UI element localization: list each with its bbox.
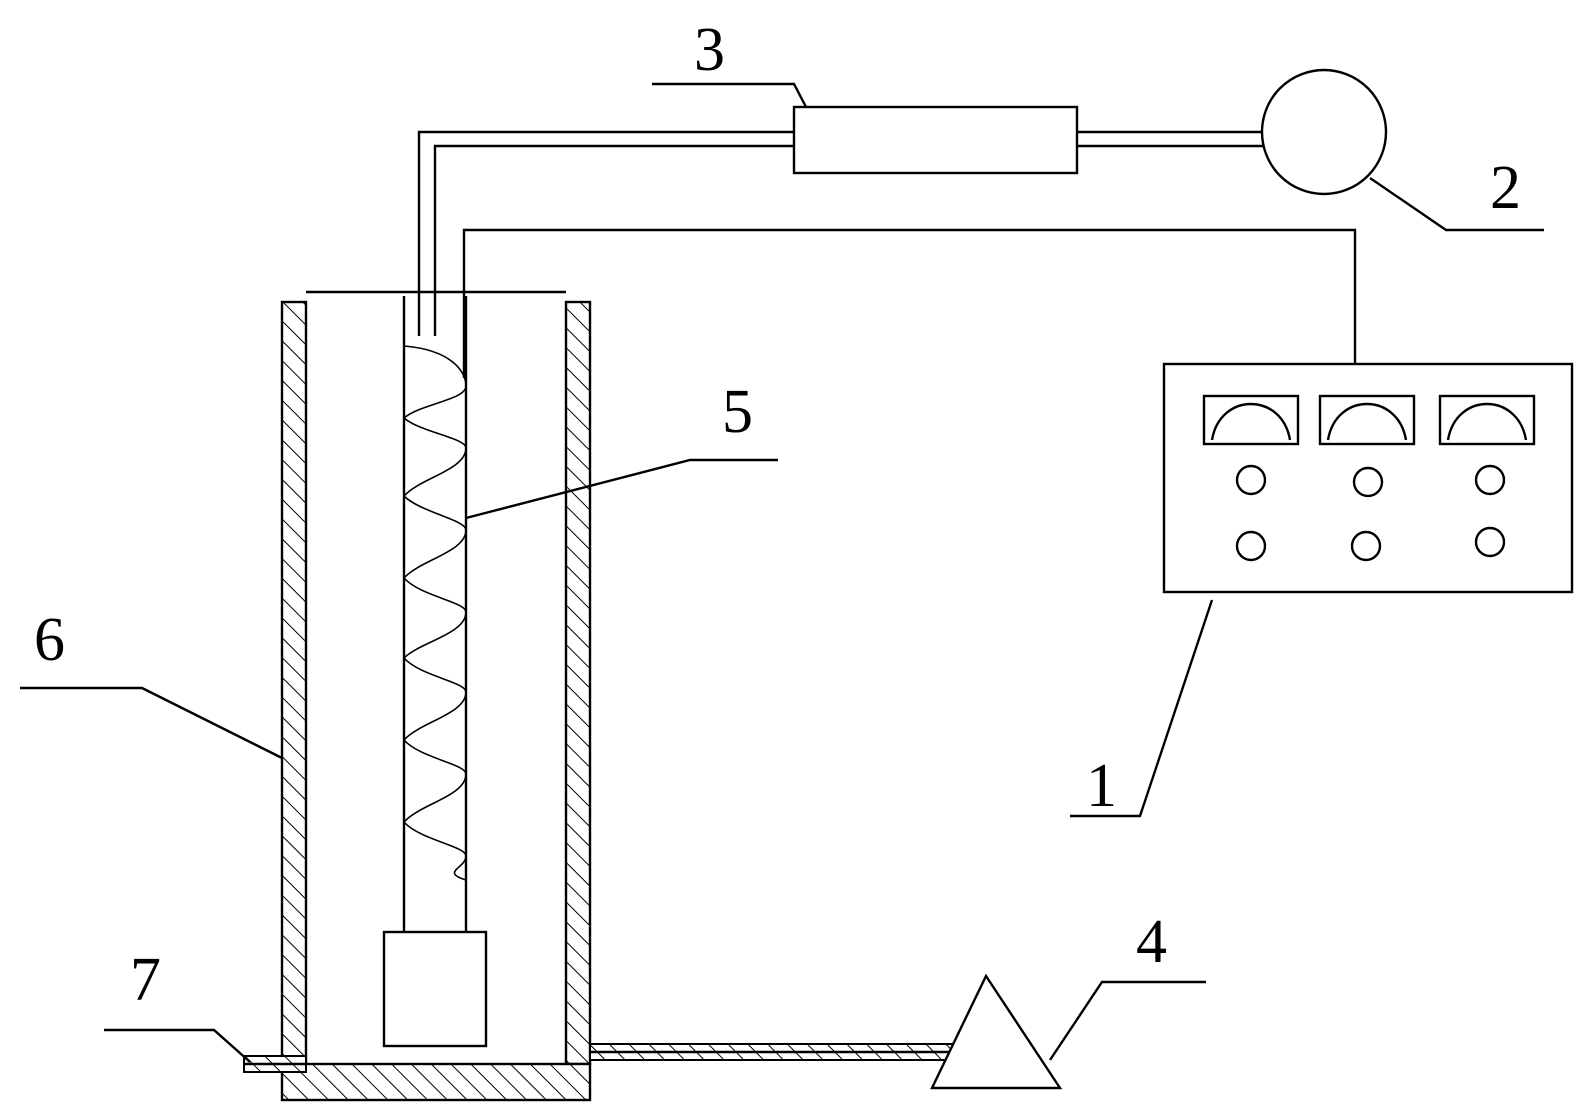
spiral-coil [402,345,467,881]
knob-icon [1350,530,1382,562]
inner-tube [382,296,488,1048]
label-coil-5: 5 [722,378,753,446]
vessel-left-wall [280,300,308,1066]
label-sensor-4: 4 [1136,908,1167,976]
label-pipe-7: 7 [130,946,161,1014]
vessel-right-wall [564,300,592,1066]
label-component-3: 3 [694,16,725,84]
meter-icon [1318,394,1416,446]
meter-icon [1438,394,1536,446]
pipe-7 [243,1055,307,1073]
bottom-pipe [589,1043,957,1061]
meter-icon [1202,394,1300,446]
label-pump-gauge-2: 2 [1490,154,1521,222]
knob-icon [1235,530,1267,562]
weight-block [382,930,488,1048]
leader-lines [20,82,1544,1063]
label-vessel-6: 6 [34,606,65,674]
pump-gauge-2 [1260,68,1388,196]
knob-icon [1474,464,1506,496]
knob-icon [1352,466,1384,498]
signal-wire [462,228,1357,378]
vessel [280,290,592,1102]
label-control-box-1: 1 [1086,752,1117,820]
knob-icon [1235,464,1267,496]
gas-line [417,130,1263,336]
knob-icon [1474,526,1506,558]
vessel-bottom [280,1062,592,1102]
component-3 [792,105,1079,175]
sensor-4 [930,973,1063,1090]
control-box [1162,362,1574,594]
